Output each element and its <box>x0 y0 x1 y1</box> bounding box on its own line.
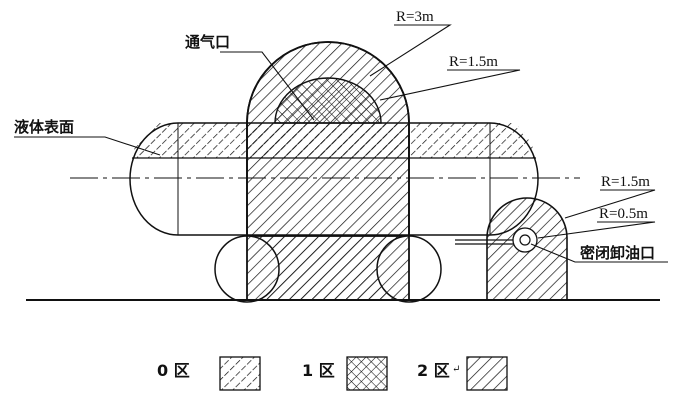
support-left-hatch <box>247 236 279 302</box>
legend-zone0-swatch <box>219 356 261 391</box>
legend: 0 区 1 区 2 区 ↵ <box>157 356 508 391</box>
sealed-outlet-label: 密闭卸油口 <box>580 244 655 262</box>
zone0-tower-band <box>247 123 409 158</box>
legend-zone1-swatch <box>346 356 388 391</box>
support-right-hatch <box>377 236 409 302</box>
zone1-dome <box>274 77 382 124</box>
r-right-outer-label: R=1.5m <box>601 174 650 190</box>
leaders <box>14 24 668 263</box>
legend-zone1-label: 1 区 <box>302 361 335 380</box>
outlet-port <box>519 234 531 246</box>
r-right-inner-label: R=0.5m <box>599 206 648 222</box>
legend-return-mark: ↵ <box>452 364 460 375</box>
legend-zone0-label: 0 区 <box>157 361 190 380</box>
vent-label: 通气口 <box>185 33 230 51</box>
liquid-surface-label: 液体表面 <box>14 118 74 136</box>
legend-zone2-label: 2 区 <box>417 361 450 380</box>
r-top-outer-label: R=3m <box>396 9 434 25</box>
tower-outline <box>246 41 410 300</box>
r-top-inner-label: R=1.5m <box>449 54 498 70</box>
legend-zone2-swatch <box>466 356 508 391</box>
